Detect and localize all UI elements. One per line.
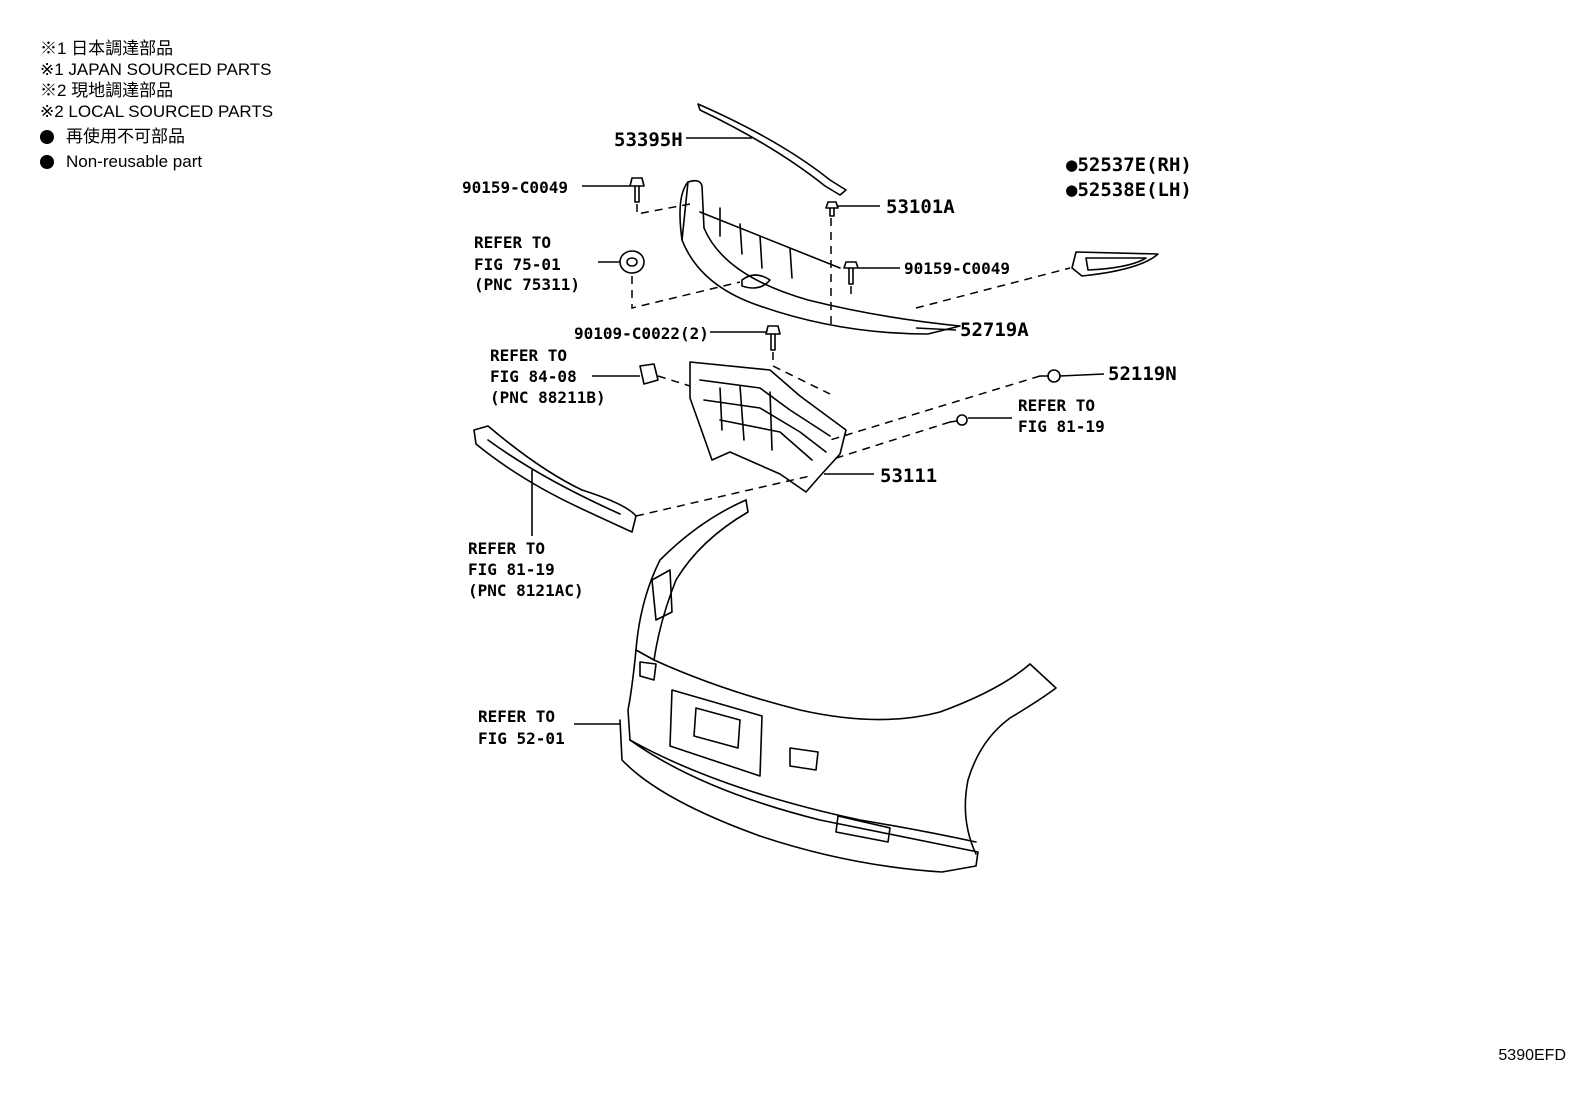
part-53395h-strip [697,103,847,196]
label-52537e: ●52537E(RH) [1066,154,1192,176]
label-52119n: 52119N [1108,363,1177,385]
legend-local-sourced-en: ※2 LOCAL SOURCED PARTS [40,102,274,121]
label-refer-52-2: FIG 52-01 [478,729,565,748]
nonreusable-dot-icon [40,154,54,169]
clip-81-19-right [949,414,968,426]
label-refer-75-1: REFER TO [474,233,551,252]
bumper-cover-52-01 [619,499,1057,873]
label-90109: 90109-C0022(2) [574,324,709,343]
leader-52719a [915,327,957,331]
nonreusable-dot-icon [40,129,54,144]
dashed-line-52119n [829,375,1041,441]
label-refer-81l-1: REFER TO [468,539,545,558]
label-53395h: 53395H [614,129,683,151]
label-52719a: 52719A [960,319,1029,341]
label-refer-75-3: (PNC 75311) [474,275,580,294]
label-refer-81r-1: REFER TO [1018,396,1095,415]
sensor-cover-88211b [639,363,659,385]
legend-japan-sourced-jp: ※1 日本調達部品 [40,39,174,58]
screw-90109 [765,325,781,351]
dashed-line-lower-grille [635,475,811,517]
label-refer-84-3: (PNC 88211B) [490,388,606,407]
dashed-line-sensor [657,375,691,387]
label-refer-84-1: REFER TO [490,346,567,365]
label-refer-81l-2: FIG 81-19 [468,560,555,579]
emblem-75311 [619,250,645,274]
legend-nonreusable-en: Non-reusable part [66,152,203,171]
screw-90159-right [843,261,859,285]
label-refer-81r-2: FIG 81-19 [1018,417,1105,436]
label-refer-75-2: FIG 75-01 [474,255,561,274]
part-52719a-grille [679,179,961,335]
legend-local-sourced-jp: ※2 現地調達部品 [40,81,174,100]
legend-nonreusable-en-row: Non-reusable part [40,151,273,172]
label-53111: 53111 [880,465,937,487]
screw-90159-top [629,177,645,203]
dashed-line-screw-top [636,203,691,215]
label-refer-84-2: FIG 84-08 [490,367,577,386]
leader-52119n [1059,373,1105,377]
drawing-code: 5390EFD [1498,1047,1566,1064]
label-90159-top: 90159-C0049 [462,178,568,197]
dashed-line-90109 [772,352,831,395]
part-53111-bracket [689,361,847,493]
legend: ※1 日本調達部品 ※1 JAPAN SOURCED PARTS ※2 現地調達… [40,38,273,172]
label-refer-81l-3: (PNC 8121AC) [468,581,584,600]
legend-japan-sourced-en: ※1 JAPAN SOURCED PARTS [40,60,272,79]
dashed-line-garnish [915,267,1071,309]
label-53101a: 53101A [886,196,955,218]
legend-nonreusable-jp: 再使用不可部品 [66,127,185,146]
dashed-line-clip [829,421,951,461]
part-8121ac-lower-grille [473,425,637,533]
fastener-52119n [1039,369,1061,383]
dashed-line-emblem [631,276,741,309]
label-90159-right: 90159-C0049 [904,259,1010,278]
legend-nonreusable-jp-row: 再使用不可部品 [40,126,273,147]
label-52538e: ●52538E(LH) [1066,179,1192,201]
part-53101a-clip [825,201,839,217]
label-refer-52-1: REFER TO [478,707,555,726]
part-52537e-garnish [1071,251,1159,277]
